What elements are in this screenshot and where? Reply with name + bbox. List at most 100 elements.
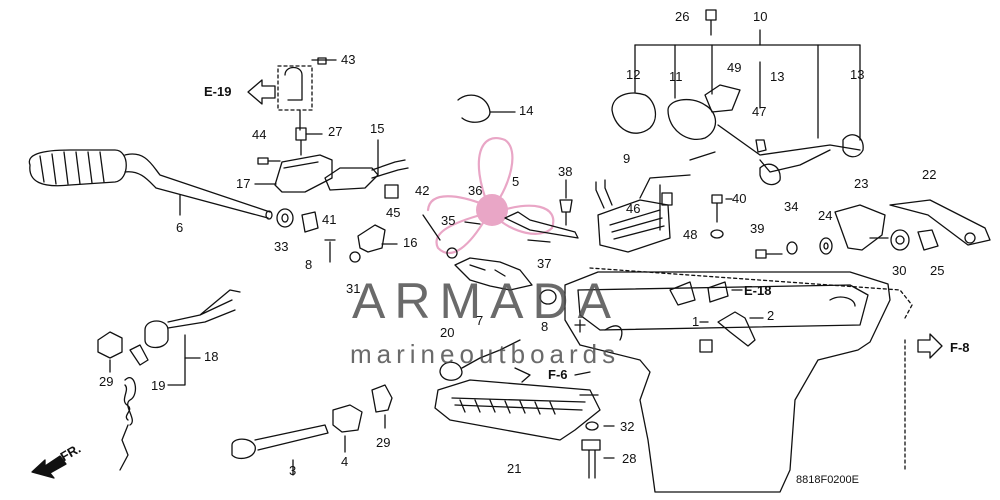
washer-31 <box>349 251 361 263</box>
callout-42: 42 <box>415 183 430 198</box>
ref-e18: E-18 <box>744 283 772 298</box>
lower-case <box>564 271 891 493</box>
watermark-brand: ARMADA <box>352 273 620 329</box>
collar-8 <box>301 211 319 233</box>
callout-2: 2 <box>767 308 775 323</box>
cap-12 <box>611 92 657 134</box>
callout-5: 5 <box>512 174 520 189</box>
arm-22 <box>889 199 991 246</box>
callout-24: 24 <box>818 208 833 223</box>
lever-16 <box>357 224 386 253</box>
callout-18: 18 <box>204 349 219 364</box>
part-code: 8818F0200E <box>796 474 859 486</box>
clip-49 <box>704 84 741 113</box>
callout-41: 41 <box>322 212 337 227</box>
bolt-28 <box>581 439 601 479</box>
cable-clip <box>284 66 303 101</box>
callout-20: 20 <box>440 325 455 340</box>
ref-e19: E-19 <box>204 84 232 99</box>
carry-handle-21 <box>434 379 601 441</box>
pin-42 <box>422 214 441 241</box>
callout-1: 1 <box>692 314 700 329</box>
dashed-box-43 <box>277 65 313 111</box>
callout-32: 32 <box>620 419 635 434</box>
bolt-26 <box>705 9 717 36</box>
callout-9: 9 <box>623 151 631 166</box>
dashed-outline <box>589 267 913 319</box>
washer-30 <box>890 229 910 251</box>
callout-38: 38 <box>558 164 573 179</box>
callout-13a: 13 <box>770 69 785 84</box>
callout-25: 25 <box>930 263 945 278</box>
bolt-40 <box>711 194 723 223</box>
callout-19: 19 <box>151 378 166 393</box>
callout-15: 15 <box>370 121 385 136</box>
callout-46: 46 <box>626 201 641 216</box>
callout-44: 44 <box>252 127 267 142</box>
bolt-39 <box>755 249 783 259</box>
ref-f8: F-8 <box>950 340 970 355</box>
washer-34 <box>786 241 798 255</box>
bracket-1 <box>669 281 696 306</box>
callout-3: 3 <box>289 463 297 478</box>
lever-2 <box>717 311 756 347</box>
throttle-arm-7 <box>454 257 533 291</box>
callout-39: 39 <box>750 221 765 236</box>
callout-30: 30 <box>892 263 907 278</box>
callout-7: 7 <box>476 313 484 328</box>
fuse-47 <box>755 139 767 153</box>
callout-21: 21 <box>507 461 522 476</box>
screw-38 <box>559 199 573 226</box>
callout-43: 43 <box>341 52 356 67</box>
clamp-14 <box>457 94 491 123</box>
watermark-site: marineoutboards <box>350 339 621 369</box>
callout-26: 26 <box>675 9 690 24</box>
tiller-handle <box>28 149 273 220</box>
callout-33: 33 <box>274 239 289 254</box>
callout-29a: 29 <box>99 374 114 389</box>
callout-36: 36 <box>468 183 483 198</box>
callout-27: 27 <box>328 124 343 139</box>
grommet-20 <box>439 361 463 381</box>
callout-8b: 8 <box>541 319 549 334</box>
callout-4: 4 <box>341 454 349 469</box>
callout-49: 49 <box>727 60 742 75</box>
callout-28: 28 <box>622 451 637 466</box>
callout-6: 6 <box>176 220 184 235</box>
callout-12: 12 <box>626 67 641 82</box>
callout-14: 14 <box>519 103 534 118</box>
callout-31: 31 <box>346 281 361 296</box>
rectifier-9 <box>597 199 671 253</box>
callout-23: 23 <box>854 176 869 191</box>
callout-40: 40 <box>732 191 747 206</box>
bolt-46 <box>661 192 673 206</box>
arrow-f8 <box>917 333 943 359</box>
screw-44 <box>257 157 281 165</box>
callout-22: 22 <box>922 167 937 182</box>
washer-32 <box>585 421 599 431</box>
washer-35 <box>446 247 458 259</box>
nut-29a <box>97 331 123 359</box>
callout-29b: 29 <box>376 435 391 450</box>
link-5 <box>504 211 579 239</box>
callout-45: 45 <box>386 205 401 220</box>
ref-f6: F-6 <box>548 367 568 382</box>
callout-11: 11 <box>669 69 683 84</box>
pin-25 <box>917 229 939 251</box>
callout-34: 34 <box>784 199 799 214</box>
callout-48: 48 <box>683 227 698 242</box>
callout-16: 16 <box>403 235 418 250</box>
arrow-fr <box>31 455 67 479</box>
pin-3-head <box>231 438 256 460</box>
nut-45 <box>384 184 399 199</box>
switch-15 <box>324 167 379 191</box>
propeller-logo <box>426 137 555 255</box>
callout-13b: 13 <box>850 67 865 82</box>
washer-33 <box>276 208 294 228</box>
lever-23 <box>834 204 886 251</box>
callout-8a: 8 <box>305 257 313 272</box>
callout-17: 17 <box>236 176 251 191</box>
callout-47: 47 <box>752 104 767 119</box>
collar-8b <box>539 289 557 305</box>
